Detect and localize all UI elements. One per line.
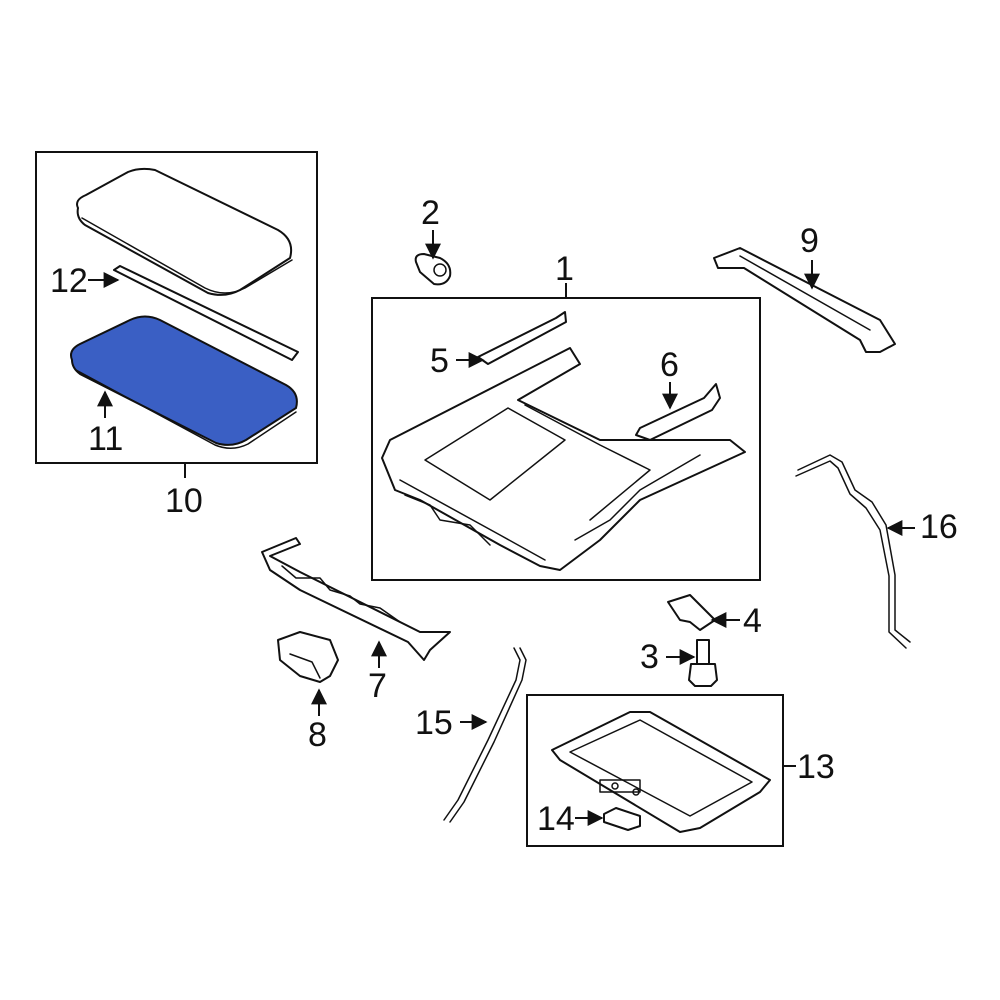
drain-hose-rear[interactable] bbox=[797, 454, 911, 643]
callout-13[interactable]: 13 bbox=[797, 748, 835, 786]
callout-8[interactable]: 8 bbox=[308, 716, 327, 754]
shade-handle[interactable] bbox=[603, 807, 641, 831]
drain-hose-front-edge bbox=[449, 647, 527, 823]
callout-3[interactable]: 3 bbox=[640, 638, 659, 676]
seal-strip[interactable] bbox=[113, 265, 299, 361]
mounting-bracket[interactable] bbox=[667, 594, 716, 631]
callout-11[interactable]: 11 bbox=[88, 420, 123, 458]
callout-10[interactable]: 10 bbox=[165, 482, 203, 520]
drain-hose-rear-edge bbox=[795, 460, 907, 649]
callout-5[interactable]: 5 bbox=[430, 342, 449, 380]
nut-fastener[interactable] bbox=[414, 253, 452, 286]
guide-clip[interactable] bbox=[277, 631, 339, 683]
bolt[interactable] bbox=[688, 639, 718, 687]
callout-1[interactable]: 1 bbox=[555, 250, 574, 288]
sunshade-assembly[interactable] bbox=[551, 711, 771, 833]
front-rail-bracket[interactable] bbox=[477, 311, 567, 365]
callout-2[interactable]: 2 bbox=[421, 194, 440, 232]
callout-16[interactable]: 16 bbox=[920, 508, 958, 546]
rear-rail-bracket[interactable] bbox=[635, 383, 721, 441]
rear-deflector-rail[interactable] bbox=[713, 247, 896, 353]
glass-panel[interactable] bbox=[76, 167, 293, 296]
sunroof-frame[interactable] bbox=[381, 347, 746, 571]
callout-12[interactable]: 12 bbox=[50, 262, 88, 300]
drain-hose-front[interactable] bbox=[443, 647, 521, 821]
assembly-box-13 bbox=[526, 694, 784, 847]
callout-9[interactable]: 9 bbox=[800, 222, 819, 260]
callout-6[interactable]: 6 bbox=[660, 346, 679, 384]
glass-edge bbox=[75, 369, 297, 449]
callout-7[interactable]: 7 bbox=[368, 667, 387, 705]
callout-4[interactable]: 4 bbox=[743, 602, 762, 640]
front-deflector-rail[interactable] bbox=[261, 537, 451, 661]
assembly-box-10 bbox=[35, 151, 318, 464]
callout-15[interactable]: 15 bbox=[415, 704, 453, 742]
sunroof-glass-highlighted[interactable] bbox=[70, 315, 298, 446]
callout-14[interactable]: 14 bbox=[537, 800, 575, 838]
